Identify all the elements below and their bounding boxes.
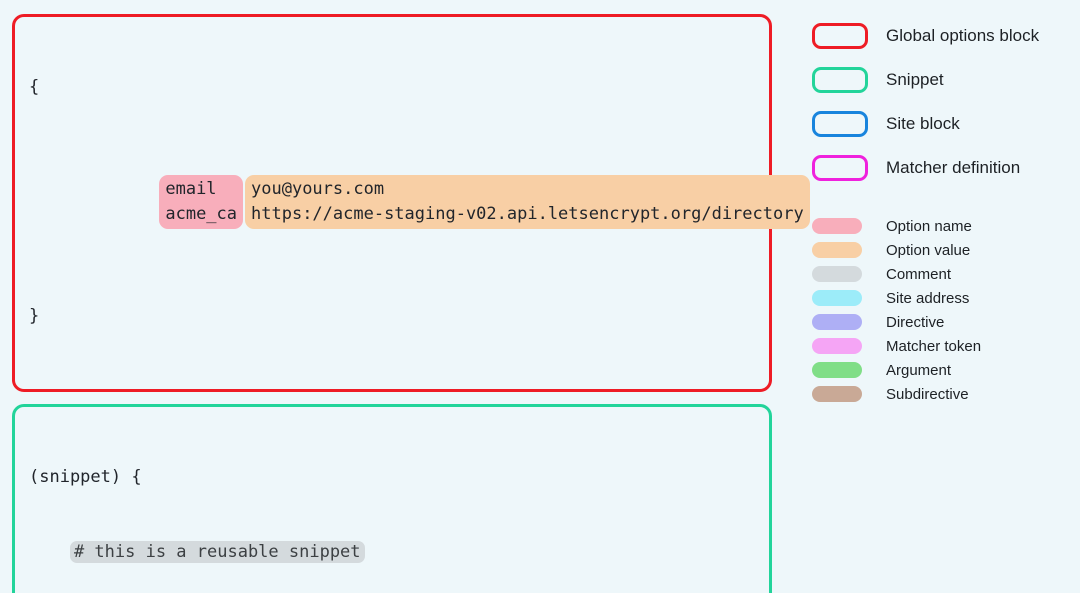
legend-label: Option name <box>886 217 972 235</box>
legend-row-comment: Comment <box>812 262 1070 286</box>
legend-row-option-name: Option name <box>812 214 1070 238</box>
outline-swatch-icon <box>812 155 868 181</box>
legend-outline-group: Global options block Snippet Site block … <box>812 14 1070 190</box>
global-options-table: email acme_ca you@yours.com https://acme-st… <box>29 150 810 254</box>
option-value-email: you@yours.com <box>251 179 385 199</box>
legend-row-option-value: Option value <box>812 238 1070 262</box>
code-line: (snippet) { <box>29 465 755 490</box>
color-swatch-icon <box>812 314 862 330</box>
legend-label: Matcher definition <box>886 158 1021 177</box>
option-name-email: email <box>165 179 217 199</box>
legend-row-argument: Argument <box>812 358 1070 382</box>
color-swatch-icon <box>812 362 862 378</box>
color-swatch-icon <box>812 242 862 258</box>
code-line: # this is a reusable snippet <box>29 540 755 565</box>
legend-label: Option value <box>886 241 971 259</box>
option-name-column: email acme_ca <box>159 175 244 229</box>
comment-token: # this is a reusable snippet <box>69 541 365 563</box>
legend-label: Argument <box>886 361 952 379</box>
legend-color-group: Option name Option value Comment Site ad… <box>812 214 1070 406</box>
option-value-column: you@yours.com https://acme-staging-v02.ap… <box>245 175 810 229</box>
legend-label: Subdirective <box>886 385 969 403</box>
legend-row-matcher-definition: Matcher definition <box>812 146 1070 190</box>
outline-swatch-icon <box>812 67 868 93</box>
legend-row-global-options: Global options block <box>812 14 1070 58</box>
option-value-acme-ca: https://acme-staging-v02.api.letsencrypt… <box>251 204 804 224</box>
color-swatch-icon <box>812 266 862 282</box>
snippet-block: (snippet) { # this is a reusable snippet… <box>12 404 772 593</box>
outline-swatch-icon <box>812 23 868 49</box>
brace-open: { <box>29 77 40 97</box>
color-swatch-icon <box>812 386 862 402</box>
global-options-block: { email acme_ca you@yours.com https://acme-… <box>12 14 810 392</box>
color-swatch-icon <box>812 218 862 234</box>
legend-label: Site block <box>886 114 960 133</box>
legend-label: Site address <box>886 289 970 307</box>
snippet-header: (snippet) { <box>29 467 142 487</box>
color-swatch-icon <box>812 290 862 306</box>
legend-label: Directive <box>886 313 945 331</box>
legend-label: Global options block <box>886 26 1040 45</box>
legend-row-subdirective: Subdirective <box>812 382 1070 406</box>
code-column: { email acme_ca you@yours.com https://acme-… <box>12 14 810 593</box>
outline-swatch-icon <box>812 111 868 137</box>
brace-close: } <box>29 306 40 326</box>
code-line: } <box>29 304 755 329</box>
legend-row-site-block: Site block <box>812 102 1070 146</box>
legend-label: Matcher token <box>886 337 982 355</box>
legend-row-site-address: Site address <box>812 286 1070 310</box>
code-line: { <box>29 75 755 100</box>
legend-label: Comment <box>886 265 952 283</box>
color-swatch-icon <box>812 338 862 354</box>
legend-label: Snippet <box>886 70 944 89</box>
option-name-acme-ca: acme_ca <box>165 204 238 224</box>
legend-row-snippet: Snippet <box>812 58 1070 102</box>
legend: Global options block Snippet Site block … <box>812 14 1070 406</box>
legend-row-directive: Directive <box>812 310 1070 334</box>
legend-row-matcher-token: Matcher token <box>812 334 1070 358</box>
